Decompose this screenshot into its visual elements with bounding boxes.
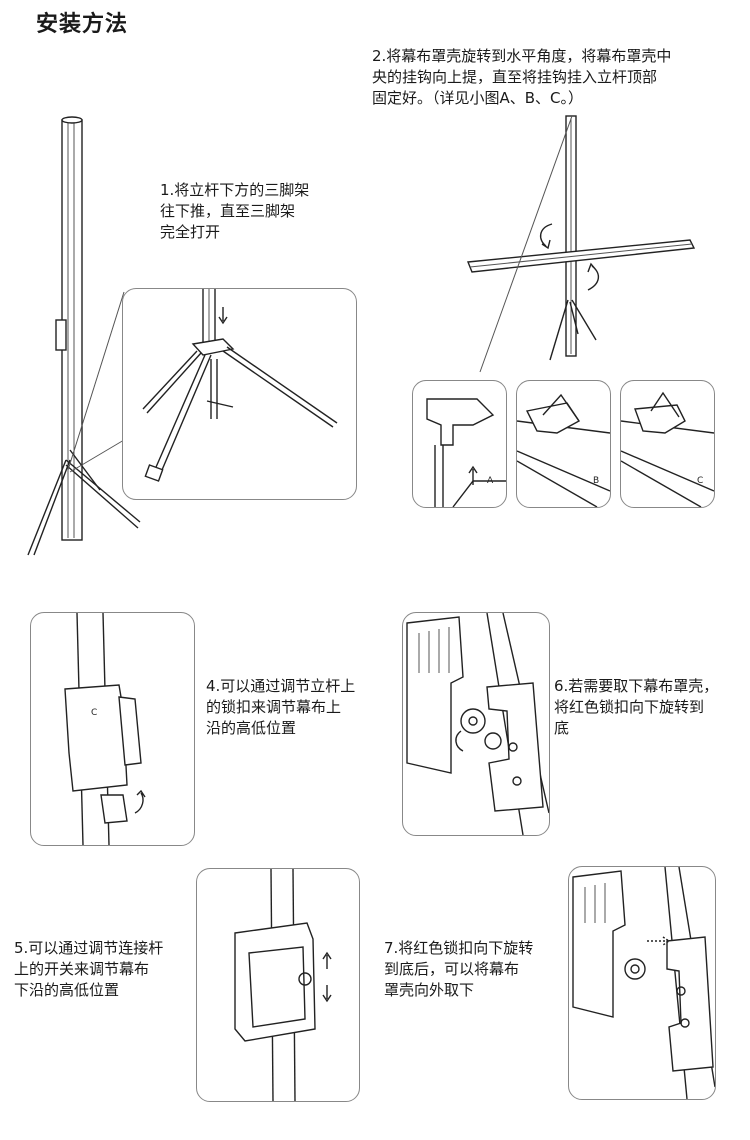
detail-c-panel: C bbox=[620, 380, 715, 508]
connector-switch-illustration bbox=[234, 869, 332, 1101]
red-lock-illustration bbox=[406, 613, 549, 835]
hook-b-illustration: B bbox=[517, 393, 610, 507]
svg-text:C: C bbox=[91, 708, 97, 718]
label-a: A bbox=[487, 476, 494, 486]
step-2-text: 2.将幕布罩壳旋转到水平角度，将幕布罩壳中 央的挂钩向上提，直至将挂钩挂入立杆顶… bbox=[372, 47, 672, 107]
hook-c-illustration: C bbox=[621, 391, 714, 507]
step-1-text: 1.将立杆下方的三脚架 往下推，直至三脚架 完全打开 bbox=[160, 181, 310, 241]
tripod-detail-panel bbox=[122, 288, 357, 500]
stand-folded-illustration bbox=[27, 116, 141, 556]
zoom-connector bbox=[67, 291, 125, 473]
tripod-open-illustration bbox=[142, 289, 338, 482]
detail-a-panel: A bbox=[412, 380, 507, 508]
cover-remove-illustration bbox=[572, 867, 715, 1099]
step-4-text: 4.可以通过调节立杆上 的锁扣来调节幕布上 沿的高低位置 bbox=[206, 677, 356, 737]
label-b: B bbox=[593, 476, 599, 486]
step-7-text: 7.将红色锁扣向下旋转 到底后，可以将幕布 罩壳向外取下 bbox=[384, 939, 534, 999]
hook-a-illustration: A bbox=[426, 398, 506, 507]
lock-adjust-panel: C bbox=[30, 612, 195, 846]
label-c: C bbox=[697, 476, 703, 486]
red-lock-remove-panel bbox=[402, 612, 550, 836]
step-6-text: 6.若需要取下幕布罩壳， 将红色锁扣向下旋转到 底 bbox=[554, 677, 719, 737]
page-title: 安装方法 bbox=[36, 12, 129, 37]
detail-b-panel: B bbox=[516, 380, 611, 508]
pole-lock-illustration: C bbox=[64, 613, 146, 845]
connector-switch-panel bbox=[196, 868, 360, 1102]
stand-horizontal-illustration bbox=[467, 115, 696, 373]
cover-remove-panel bbox=[568, 866, 716, 1100]
step-5-text: 5.可以通过调节连接杆 上的开关来调节幕布 下沿的高低位置 bbox=[14, 939, 164, 999]
